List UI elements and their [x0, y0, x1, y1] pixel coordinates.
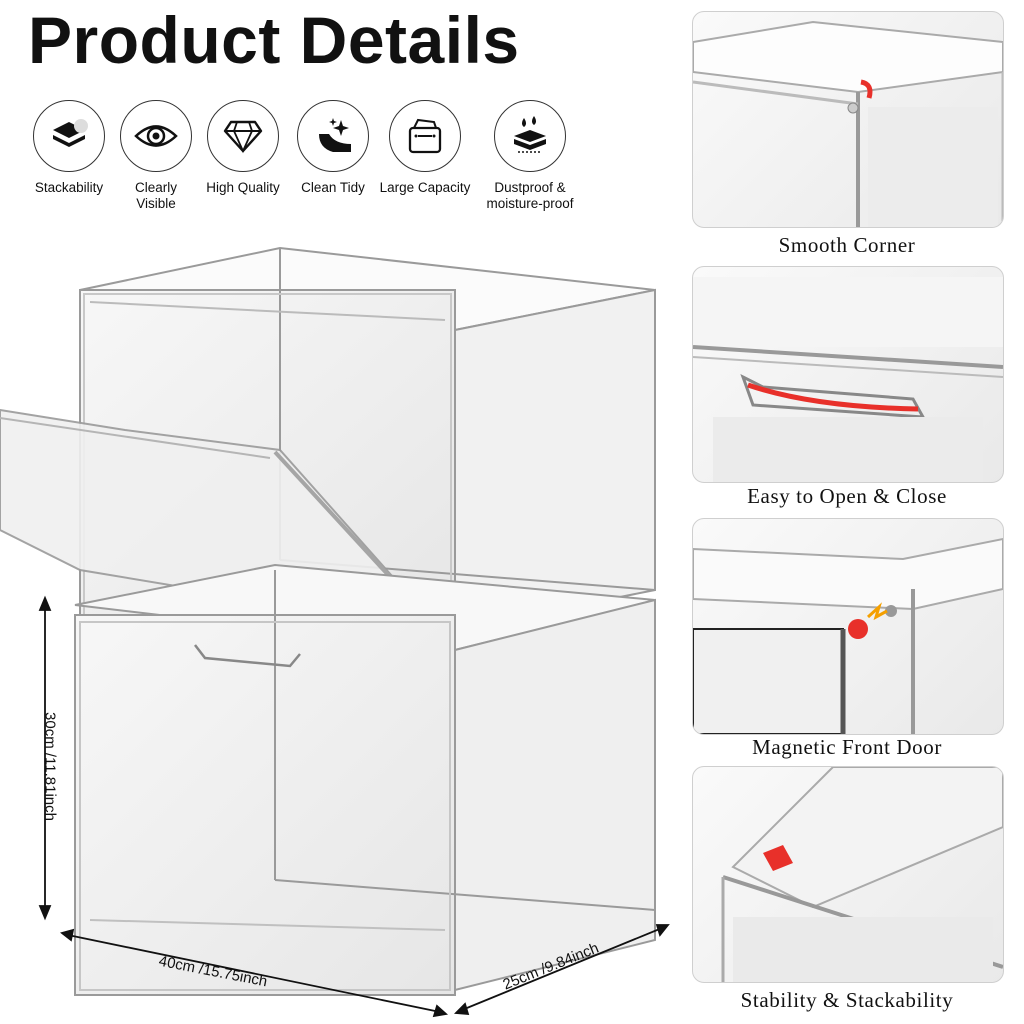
feature-label: High Quality [206, 180, 280, 195]
storage-box-icon [389, 100, 461, 172]
detail-image-handle [692, 266, 1004, 483]
feature-large-capacity: Large Capacity [376, 100, 474, 196]
moisture-layers-icon [494, 100, 566, 172]
feature-clearly-visible: Clearly Visible [107, 100, 205, 212]
feature-dustproof: Dustproof & moisture-proof [470, 100, 590, 212]
feature-stackability: Stackability [20, 100, 118, 196]
bottom-box [74, 563, 656, 996]
detail-image-magnet [692, 518, 1004, 735]
feature-label: Clearly Visible [134, 180, 177, 211]
detail-caption: Stability & Stackability [740, 988, 954, 1012]
layers-icon [33, 100, 105, 172]
stacked-boxes-illustration [0, 246, 670, 1018]
diamond-icon [207, 100, 279, 172]
page-title: Product Details [28, 3, 520, 77]
detail-caption: Magnetic Front Door [752, 735, 942, 759]
feature-label: Dustproof & moisture-proof [486, 180, 574, 211]
detail-image-stacking [692, 766, 1004, 983]
feature-high-quality: High Quality [194, 100, 292, 196]
dimension-arrows [38, 595, 670, 1018]
feature-label: Clean Tidy [301, 180, 365, 195]
detail-image-smooth-corner [692, 11, 1004, 228]
feature-label: Large Capacity [379, 180, 471, 195]
eye-icon [120, 100, 192, 172]
feature-label: Stackability [34, 180, 104, 195]
height-dimension-label: 30cm /11.81inch [41, 712, 59, 821]
detail-caption: Smooth Corner [778, 233, 916, 257]
sparkle-surface-icon [297, 100, 369, 172]
feature-clean-tidy: Clean Tidy [284, 100, 382, 196]
detail-caption: Easy to Open & Close [747, 484, 947, 508]
